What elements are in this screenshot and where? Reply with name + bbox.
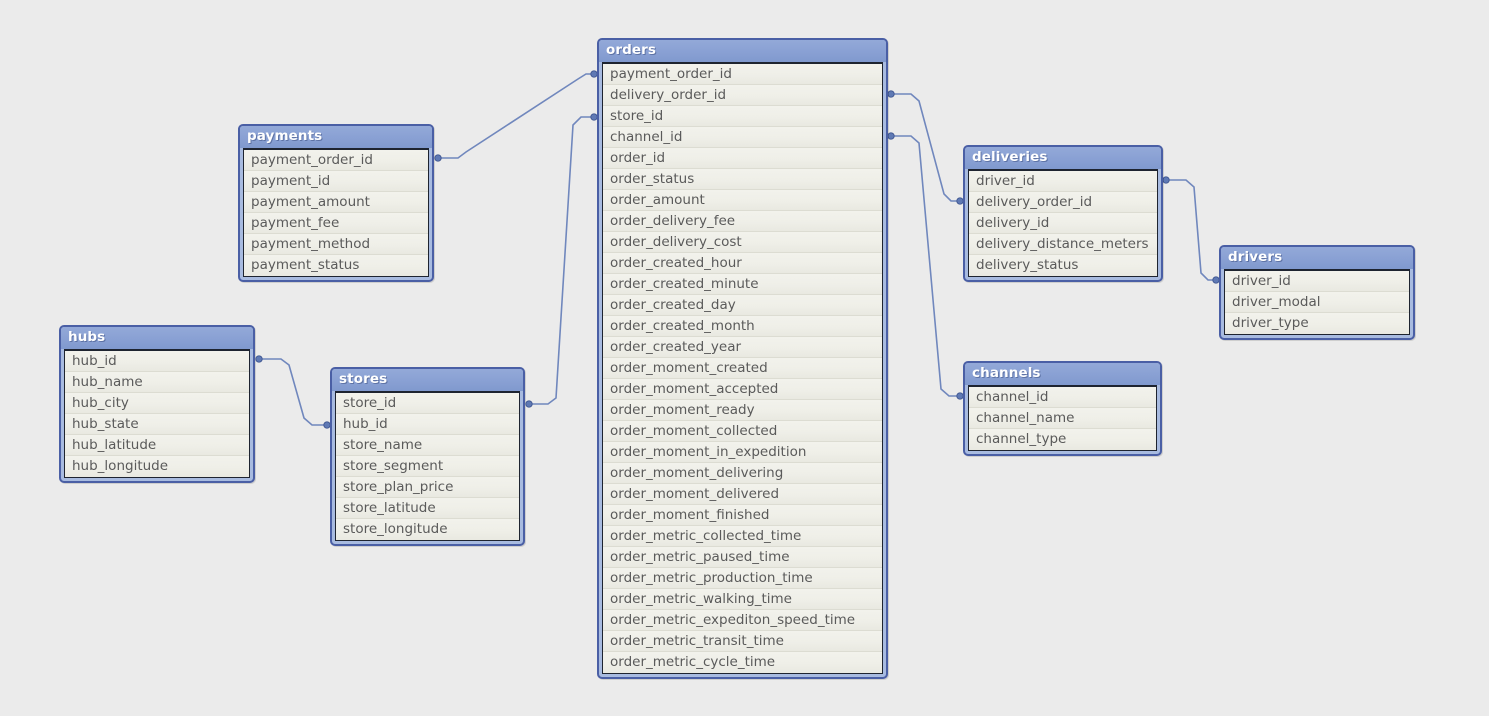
column-row[interactable]: order_delivery_cost [603,232,882,253]
column-row[interactable]: store_longitude [336,519,519,540]
relationship-hubs-stores [255,355,331,429]
column-row[interactable]: hub_name [65,372,249,393]
column-row[interactable]: payment_order_id [244,150,428,171]
column-row[interactable]: order_id [603,148,882,169]
column-row[interactable]: hub_longitude [65,456,249,477]
column-row[interactable]: order_created_month [603,316,882,337]
column-row[interactable]: driver_id [969,171,1157,192]
column-row[interactable]: delivery_id [969,213,1157,234]
column-row[interactable]: hub_latitude [65,435,249,456]
column-row[interactable]: order_created_day [603,295,882,316]
column-row[interactable]: store_plan_price [336,477,519,498]
column-row[interactable]: hub_id [65,351,249,372]
column-row[interactable]: hub_city [65,393,249,414]
column-row[interactable]: delivery_order_id [603,85,882,106]
column-row[interactable]: hub_state [65,414,249,435]
column-row[interactable]: order_moment_finished [603,505,882,526]
relationship-line [259,358,327,426]
column-row[interactable]: order_moment_delivered [603,484,882,505]
column-row[interactable]: order_status [603,169,882,190]
column-row[interactable]: order_created_minute [603,274,882,295]
table-header-stores[interactable]: stores [332,369,523,391]
column-row[interactable]: payment_amount [244,192,428,213]
column-row[interactable]: channel_id [969,387,1156,408]
table-header-hubs[interactable]: hubs [61,327,253,349]
column-row[interactable]: order_moment_in_expedition [603,442,882,463]
column-row[interactable]: store_id [336,393,519,414]
column-row[interactable]: delivery_status [969,255,1157,276]
column-row[interactable]: driver_modal [1225,292,1409,313]
relationship-orders-channels [887,132,964,400]
relationship-line [891,135,960,397]
column-row[interactable]: driver_id [1225,271,1409,292]
relationship-payments-orders [434,70,598,162]
column-row[interactable]: order_created_hour [603,253,882,274]
column-row[interactable]: store_name [336,435,519,456]
column-row[interactable]: channel_name [969,408,1156,429]
table-header-drivers[interactable]: drivers [1221,247,1413,269]
column-row[interactable]: order_moment_collected [603,421,882,442]
relationship-line [529,116,594,405]
column-row[interactable]: delivery_distance_meters [969,234,1157,255]
column-row[interactable]: order_metric_walking_time [603,589,882,610]
column-row[interactable]: store_id [603,106,882,127]
relationship-endpoint-source [434,154,442,162]
column-row[interactable]: order_metric_cycle_time [603,652,882,673]
column-row[interactable]: order_amount [603,190,882,211]
table-header-payments[interactable]: payments [240,126,432,148]
column-row[interactable]: order_metric_transit_time [603,631,882,652]
column-row[interactable]: delivery_order_id [969,192,1157,213]
column-row[interactable]: payment_id [244,171,428,192]
relationship-stores-orders [525,113,598,408]
column-row[interactable]: order_created_year [603,337,882,358]
column-row[interactable]: payment_fee [244,213,428,234]
relationship-line [438,73,594,159]
column-row[interactable]: driver_type [1225,313,1409,334]
relationship-line [891,93,960,202]
column-row[interactable]: payment_status [244,255,428,276]
column-row[interactable]: payment_order_id [603,64,882,85]
column-row[interactable]: store_latitude [336,498,519,519]
column-row[interactable]: order_moment_delivering [603,463,882,484]
column-row[interactable]: order_moment_created [603,358,882,379]
relationship-endpoint-source [255,355,263,363]
column-row[interactable]: channel_id [603,127,882,148]
column-row[interactable]: order_moment_ready [603,400,882,421]
relationship-line [1166,179,1216,281]
column-row[interactable]: order_metric_collected_time [603,526,882,547]
column-row[interactable]: payment_method [244,234,428,255]
table-header-deliveries[interactable]: deliveries [965,147,1161,169]
column-row[interactable]: channel_type [969,429,1156,450]
relationship-deliveries-drivers [1162,176,1220,284]
relationship-endpoint-source [525,400,533,408]
column-row[interactable]: order_delivery_fee [603,211,882,232]
relationship-endpoint-source [1162,176,1170,184]
table-header-orders[interactable]: orders [599,40,886,62]
column-row[interactable]: order_moment_accepted [603,379,882,400]
column-row[interactable]: order_metric_expediton_speed_time [603,610,882,631]
relationship-endpoint-source [887,132,895,140]
column-row[interactable]: order_metric_paused_time [603,547,882,568]
relationship-endpoint-source [887,90,895,98]
column-row[interactable]: order_metric_production_time [603,568,882,589]
relationship-orders-deliveries [887,90,964,205]
table-header-channels[interactable]: channels [965,363,1160,385]
column-row[interactable]: hub_id [336,414,519,435]
column-row[interactable]: store_segment [336,456,519,477]
